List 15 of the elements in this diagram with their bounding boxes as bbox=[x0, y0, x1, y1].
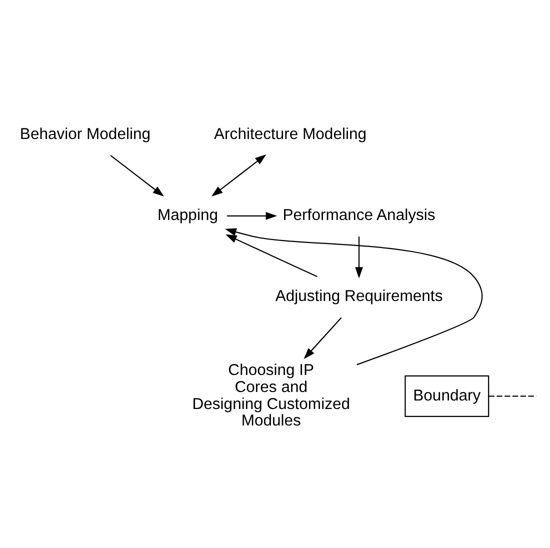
node-text: Performance Analysis bbox=[282, 206, 436, 224]
node-text: Adjusting Requirements bbox=[275, 288, 443, 305]
node-box: Boundary bbox=[404, 374, 490, 417]
node-text: Mapping bbox=[158, 206, 218, 224]
arrow bbox=[226, 211, 278, 220]
connector bbox=[488, 395, 536, 396]
arrow bbox=[225, 228, 483, 365]
node-text: Choosing IP Cores and Designing Customized Modules bbox=[192, 362, 350, 430]
node-text: Architecture Modeling bbox=[214, 125, 367, 142]
arrow bbox=[304, 316, 342, 359]
node-text: Behavior Modeling bbox=[20, 125, 151, 142]
arrow bbox=[355, 236, 363, 278]
arrow bbox=[211, 154, 266, 196]
arrow bbox=[226, 234, 318, 277]
arrow bbox=[110, 154, 164, 196]
